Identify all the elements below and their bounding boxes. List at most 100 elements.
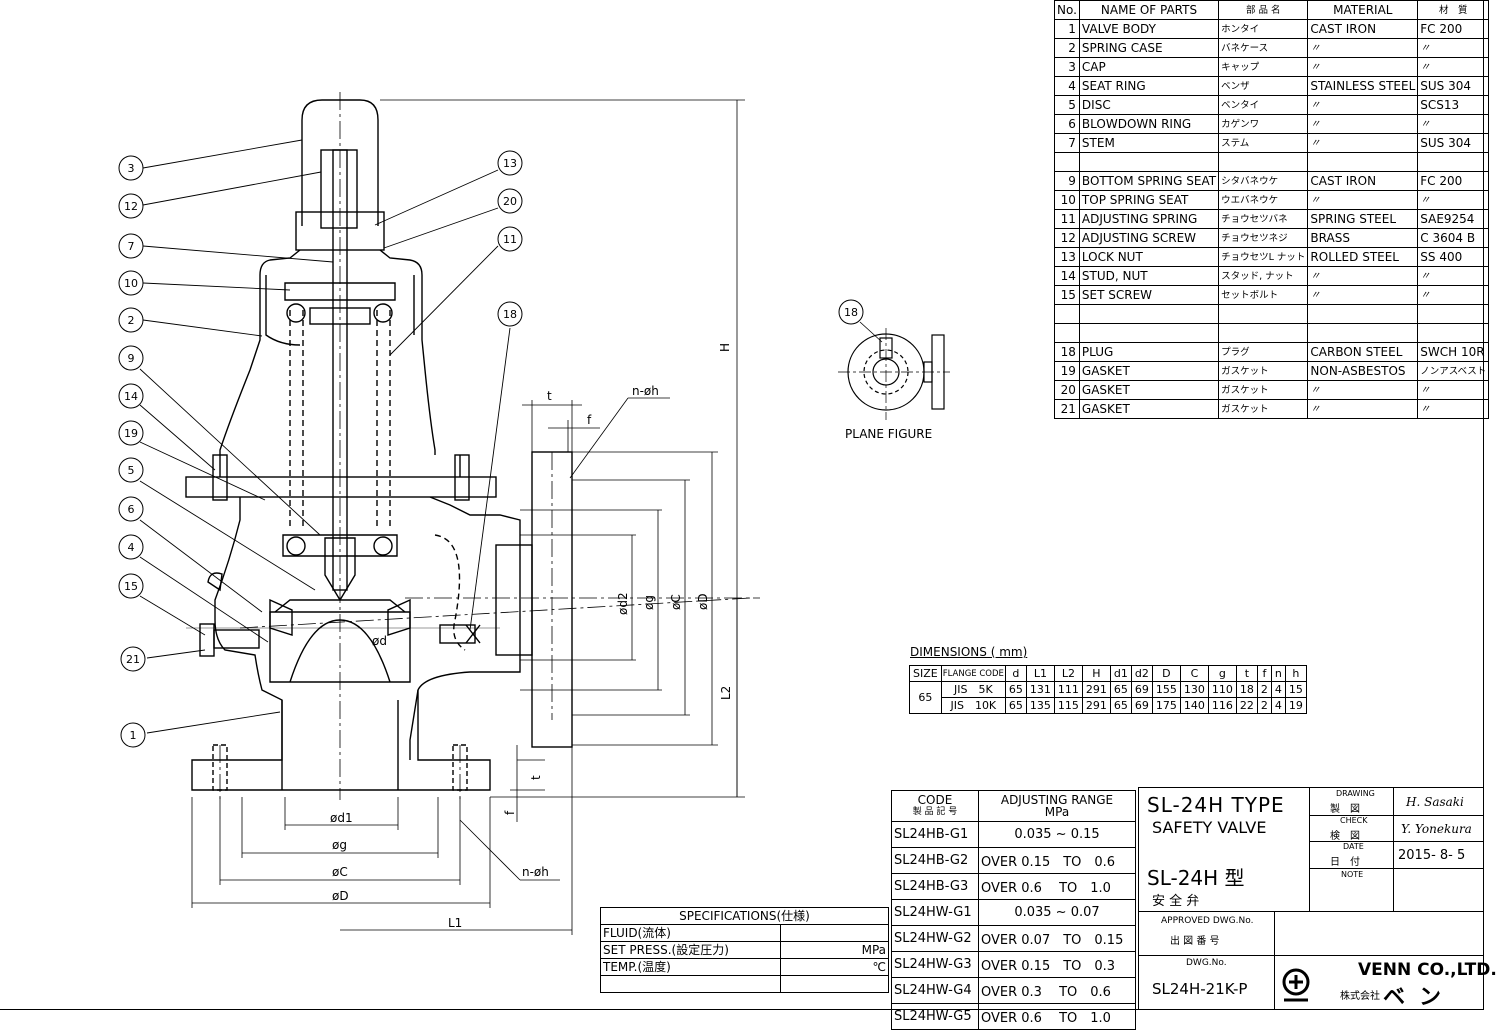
parts-name-jp: ホンタイ (1218, 19, 1309, 39)
parts-name-jp (1218, 323, 1309, 343)
svg-text:15: 15 (124, 580, 138, 593)
parts-material: 〃 (1307, 95, 1419, 115)
code-range-table: CODE 製 品 記 号 ADJUSTING RANGE MPa SL24HB-… (891, 790, 1136, 1030)
svg-text:18: 18 (844, 306, 858, 319)
dim-t-top: t (547, 389, 552, 403)
balloon-15: 15 (118, 573, 144, 599)
dims-cell: 69 (1130, 681, 1153, 698)
parts-grade: 〃 (1417, 38, 1490, 58)
parts-name: ADJUSTING SCREW (1078, 228, 1220, 248)
parts-grade (1417, 152, 1490, 172)
date-label: DATE (1343, 842, 1364, 851)
balloon-20: 20 (497, 188, 523, 214)
dims-header: h (1284, 665, 1307, 682)
codes-header-row: CODE 製 品 記 号 ADJUSTING RANGE MPa (891, 790, 1136, 822)
balloon-13: 13 (497, 150, 523, 176)
svg-text:4: 4 (128, 541, 135, 554)
dims-cell: 4 (1270, 681, 1286, 698)
title-name-jp: 安 全 弁 (1152, 894, 1200, 909)
svg-text:1: 1 (130, 729, 137, 742)
company-name: VENN CO.,LTD. (1358, 960, 1497, 980)
parts-material: CAST IRON (1307, 19, 1419, 39)
svg-text:14: 14 (124, 390, 138, 403)
parts-material: 〃 (1307, 38, 1419, 58)
parts-no: 20 (1054, 380, 1080, 400)
specs-row: TEMP.(温度) ℃ (600, 958, 889, 976)
balloon-11: 11 (497, 226, 523, 252)
specs-fluid-value[interactable] (780, 924, 889, 942)
parts-no: 21 (1054, 399, 1080, 419)
dims-cell: 69 (1130, 697, 1153, 714)
parts-name-jp: セットボルト (1218, 285, 1309, 305)
approved-label-jp: 出 図 番 号 (1170, 936, 1220, 947)
product-code: SL24HW-G5 (891, 1003, 979, 1030)
svg-text:20: 20 (503, 195, 517, 208)
dim-C-vertical: øC (669, 594, 683, 610)
parts-no: 3 (1054, 57, 1080, 77)
header-no: No. (1054, 0, 1080, 20)
parts-name-jp: チョウセツL ナット (1218, 247, 1309, 267)
parts-grade: 〃 (1417, 266, 1490, 286)
dim-t-side: t (529, 775, 543, 780)
parts-grade: 〃 (1417, 399, 1490, 419)
parts-name: VALVE BODY (1078, 19, 1220, 39)
drawing-frame (0, 0, 1484, 1010)
codes-header-code-jp: 製 品 記 号 (912, 807, 958, 817)
specs-title: SPECIFICATIONS(仕様) (600, 907, 889, 925)
parts-no: 2 (1054, 38, 1080, 58)
parts-row (1054, 304, 1490, 324)
parts-name-jp: チョウセツネジ (1218, 228, 1309, 248)
dims-header: C (1179, 665, 1209, 682)
dims-header: f (1256, 665, 1272, 682)
parts-material: SPRING STEEL (1307, 209, 1419, 229)
balloon-19: 19 (118, 420, 144, 446)
parts-name-jp: プラグ (1218, 342, 1309, 362)
title-type-en: SL-24H TYPE (1147, 793, 1285, 817)
product-code: SL24HW-G2 (891, 925, 979, 952)
specs-temp-value[interactable]: ℃ (780, 958, 889, 976)
specs-fluid-label: FLUID(流体) (600, 924, 781, 942)
title-type-jp: SL-24H 型 (1147, 866, 1245, 890)
adjusting-range: 0.035 ~ 0.15 (978, 821, 1136, 848)
parts-material: 〃 (1307, 266, 1419, 286)
parts-grade: 〃 (1417, 57, 1490, 77)
parts-name: LOCK NUT (1078, 247, 1220, 267)
dim-f-side: f (503, 810, 517, 815)
parts-name-jp: ガスケット (1218, 380, 1309, 400)
parts-grade: SAE9254 (1417, 209, 1490, 229)
parts-name: ADJUSTING SPRING (1078, 209, 1220, 229)
parts-material: CARBON STEEL (1307, 342, 1419, 362)
svg-text:21: 21 (126, 653, 140, 666)
dimensions-table: SIZE FLANGE CODE d L1 L2 H d1 d2 D C g t… (909, 665, 1307, 714)
balloon-9: 9 (118, 345, 144, 371)
codes-header-range: ADJUSTING RANGE MPa (978, 790, 1136, 822)
company-name-jp: 株式会社 (1340, 991, 1380, 1002)
balloon-3: 3 (118, 155, 144, 181)
dims-cell: 2 (1256, 697, 1272, 714)
parts-name (1078, 304, 1220, 324)
parts-grade: 〃 (1417, 285, 1490, 305)
parts-material (1307, 323, 1419, 343)
dim-nh-top: n-øh (632, 384, 659, 398)
dims-cell: 111 (1053, 681, 1083, 698)
parts-material (1307, 304, 1419, 324)
dims-header: d1 (1109, 665, 1132, 682)
svg-text:12: 12 (124, 200, 138, 213)
parts-name: BLOWDOWN RING (1078, 114, 1220, 134)
dim-L1: L1 (448, 916, 462, 930)
product-code: SL24HW-G3 (891, 951, 979, 978)
svg-text:5: 5 (128, 464, 135, 477)
dims-cell: 131 (1025, 681, 1055, 698)
parts-name-jp (1218, 304, 1309, 324)
dims-cell: 155 (1151, 681, 1181, 698)
check-label: CHECK (1340, 816, 1368, 825)
parts-material: CAST IRON (1307, 171, 1419, 191)
specs-press-value[interactable]: MPa (780, 941, 889, 959)
